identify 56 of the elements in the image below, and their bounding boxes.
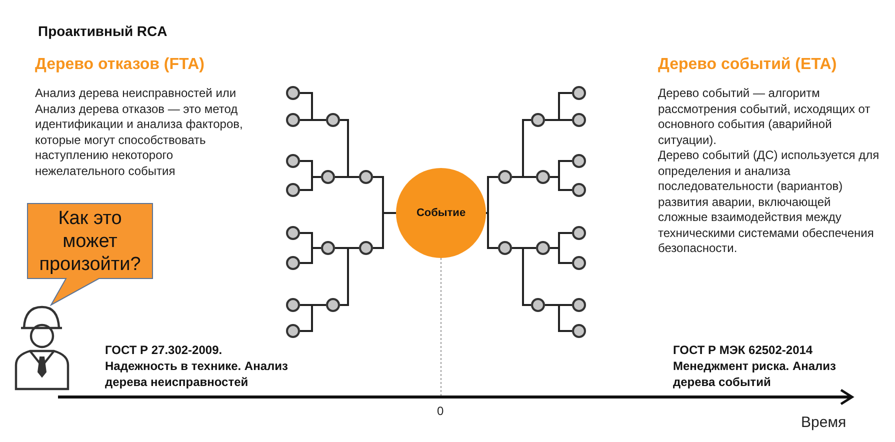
standard-title: Менеджмент риска. Анализ дерева событий — [673, 359, 838, 390]
tree-node-circle — [286, 298, 300, 312]
tree-node-circle — [531, 298, 545, 312]
tree-node-circle — [286, 113, 300, 127]
description-text: Анализ дерева неисправностей или Анализ дерева отказов — это метод идентификации и анализа факторов, которые могут способствовать наступлению некоторого нежелательного события — [35, 86, 244, 179]
tree-connector — [486, 212, 498, 249]
standard-reference: ГОСТ Р МЭК 62502-2014 — [673, 343, 814, 358]
tree-node-circle — [572, 256, 586, 270]
standard-reference: ГОСТ Р 27.302-2009. — [105, 343, 224, 358]
tree-node-circle — [326, 298, 340, 312]
tree-node-circle — [286, 154, 300, 168]
tree-node-circle — [572, 298, 586, 312]
tree-node-circle — [359, 170, 373, 184]
tree-connector — [545, 304, 572, 332]
tree-node-circle — [286, 256, 300, 270]
tree-node-circle — [286, 324, 300, 338]
description-text: Дерево событий (ДС) используется для определения и анализа последовательности (вариантов) развития аварии, включающей сложные взаимодействия между техническими системами обеспечения безопасности. — [658, 148, 880, 256]
axis-tick-label: 0 — [437, 404, 445, 420]
tree-connector — [545, 119, 572, 121]
tree-node-circle — [572, 226, 586, 240]
tree-node-circle — [572, 113, 586, 127]
tree-node-circle — [572, 324, 586, 338]
section-heading: Дерево отказов (FTA) — [35, 55, 206, 75]
tree-node-circle — [286, 86, 300, 100]
tree-node-circle — [572, 183, 586, 197]
tree-connector — [550, 176, 572, 191]
tree-connector — [300, 119, 326, 121]
tree-connector — [300, 304, 326, 332]
tree-node-circle — [359, 241, 373, 255]
standard-title: Надежность в технике. Анализ дерева неисправностей — [105, 359, 289, 390]
tree-node-circle — [321, 241, 335, 255]
section-heading: Дерево событий (ETA) — [658, 55, 838, 75]
tree-connector — [373, 212, 396, 249]
tree-node-circle — [286, 226, 300, 240]
tree-node-circle — [572, 154, 586, 168]
tree-connector — [550, 247, 572, 264]
event-circle: Событие — [396, 168, 486, 258]
tree-node-circle — [498, 241, 512, 255]
tree-node-circle — [536, 241, 550, 255]
tree-node-circle — [572, 86, 586, 100]
tree-connector — [486, 176, 498, 214]
tree-connector — [300, 247, 321, 264]
description-text: Дерево событий — алгоритм рассмотрения событий, исходящих от основного события (аварийной ситуации). — [658, 86, 872, 148]
tree-connector — [512, 176, 536, 178]
tree-node-circle — [321, 170, 335, 184]
axis-label: Время — [801, 414, 848, 432]
tree-connector — [300, 176, 321, 191]
tree-connector — [512, 247, 531, 306]
tree-node-circle — [531, 113, 545, 127]
tree-node-circle — [498, 170, 512, 184]
speech-bubble: Как это может произойти? — [27, 203, 153, 306]
tree-node-circle — [286, 183, 300, 197]
diagram-title: Проактивный RCA — [38, 23, 168, 39]
tree-node-circle — [536, 170, 550, 184]
tree-connector — [340, 247, 359, 306]
tree-node-circle — [326, 113, 340, 127]
